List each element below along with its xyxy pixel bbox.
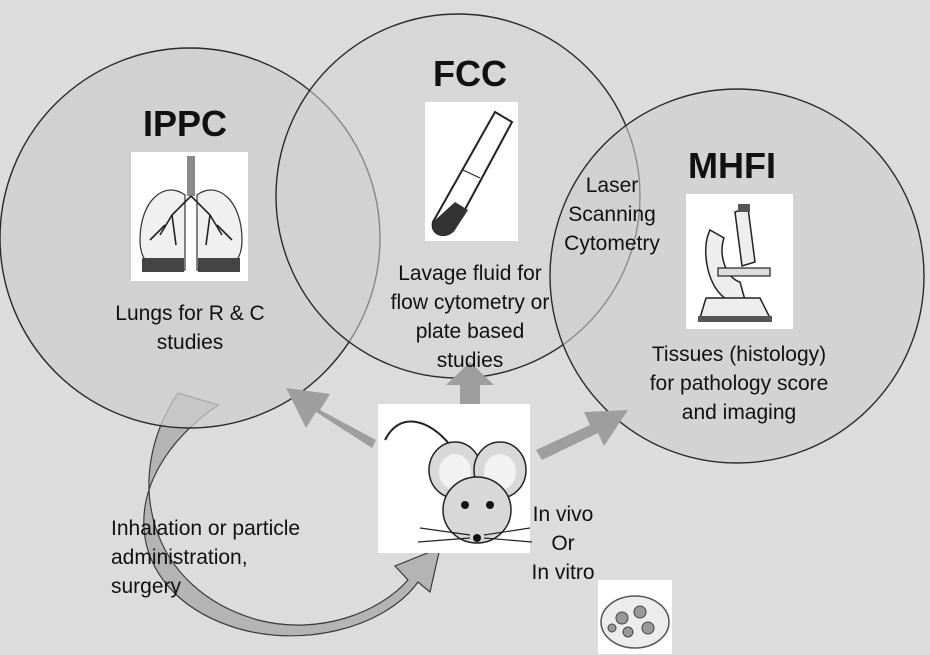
mhfi-caption: Tissues (histology) for pathology score … (624, 340, 854, 427)
petri-dish-icon (598, 580, 672, 654)
overlap-label-line: Cytometry (564, 232, 660, 255)
mhfi-title: MHFI (688, 145, 776, 186)
curved-arrow-label-line: administration, (111, 546, 248, 569)
arrow-to-mhfi (536, 410, 628, 460)
ippc-caption-line: studies (156, 331, 224, 354)
test-tube-icon (425, 102, 518, 241)
overlap-label-line: Scanning (568, 203, 656, 226)
curved-arrow-label: Inhalation or particle administration, s… (111, 514, 371, 601)
ippc-caption: Lungs for R & C studies (90, 299, 290, 357)
fcc-caption-line: plate based (415, 320, 525, 343)
arrow-to-ippc (286, 388, 376, 448)
fcc-caption: Lavage fluid for flow cytometry or plate… (360, 259, 580, 375)
microscope-icon (686, 194, 793, 329)
lungs-icon (131, 152, 248, 281)
model-label-line: Or (551, 532, 575, 555)
overlap-label: Laser Scanning Cytometry (552, 171, 672, 258)
curved-arrow-label-line: Inhalation or particle (111, 517, 301, 540)
mhfi-caption-line: Tissues (histology) (651, 343, 827, 366)
curved-arrow-label-line: surgery (111, 575, 182, 598)
mhfi-caption-line: and imaging (681, 401, 797, 424)
fcc-caption-line: studies (436, 349, 504, 372)
overlap-label-line: Laser (585, 174, 639, 197)
ippc-caption-line: Lungs for R & C (115, 302, 265, 325)
model-label-line: In vivo (532, 503, 594, 526)
fcc-caption-line: Lavage fluid for (398, 262, 542, 285)
ippc-title: IPPC (143, 103, 228, 144)
arrow-to-fcc (446, 362, 494, 405)
mhfi-caption-line: for pathology score (649, 372, 829, 395)
model-label-line: In vitro (531, 561, 595, 584)
model-label: In vivo Or In vitro (517, 500, 609, 587)
fcc-caption-line: flow cytometry or (390, 291, 550, 314)
mouse-icon (378, 404, 533, 553)
fcc-title: FCC (433, 53, 507, 94)
